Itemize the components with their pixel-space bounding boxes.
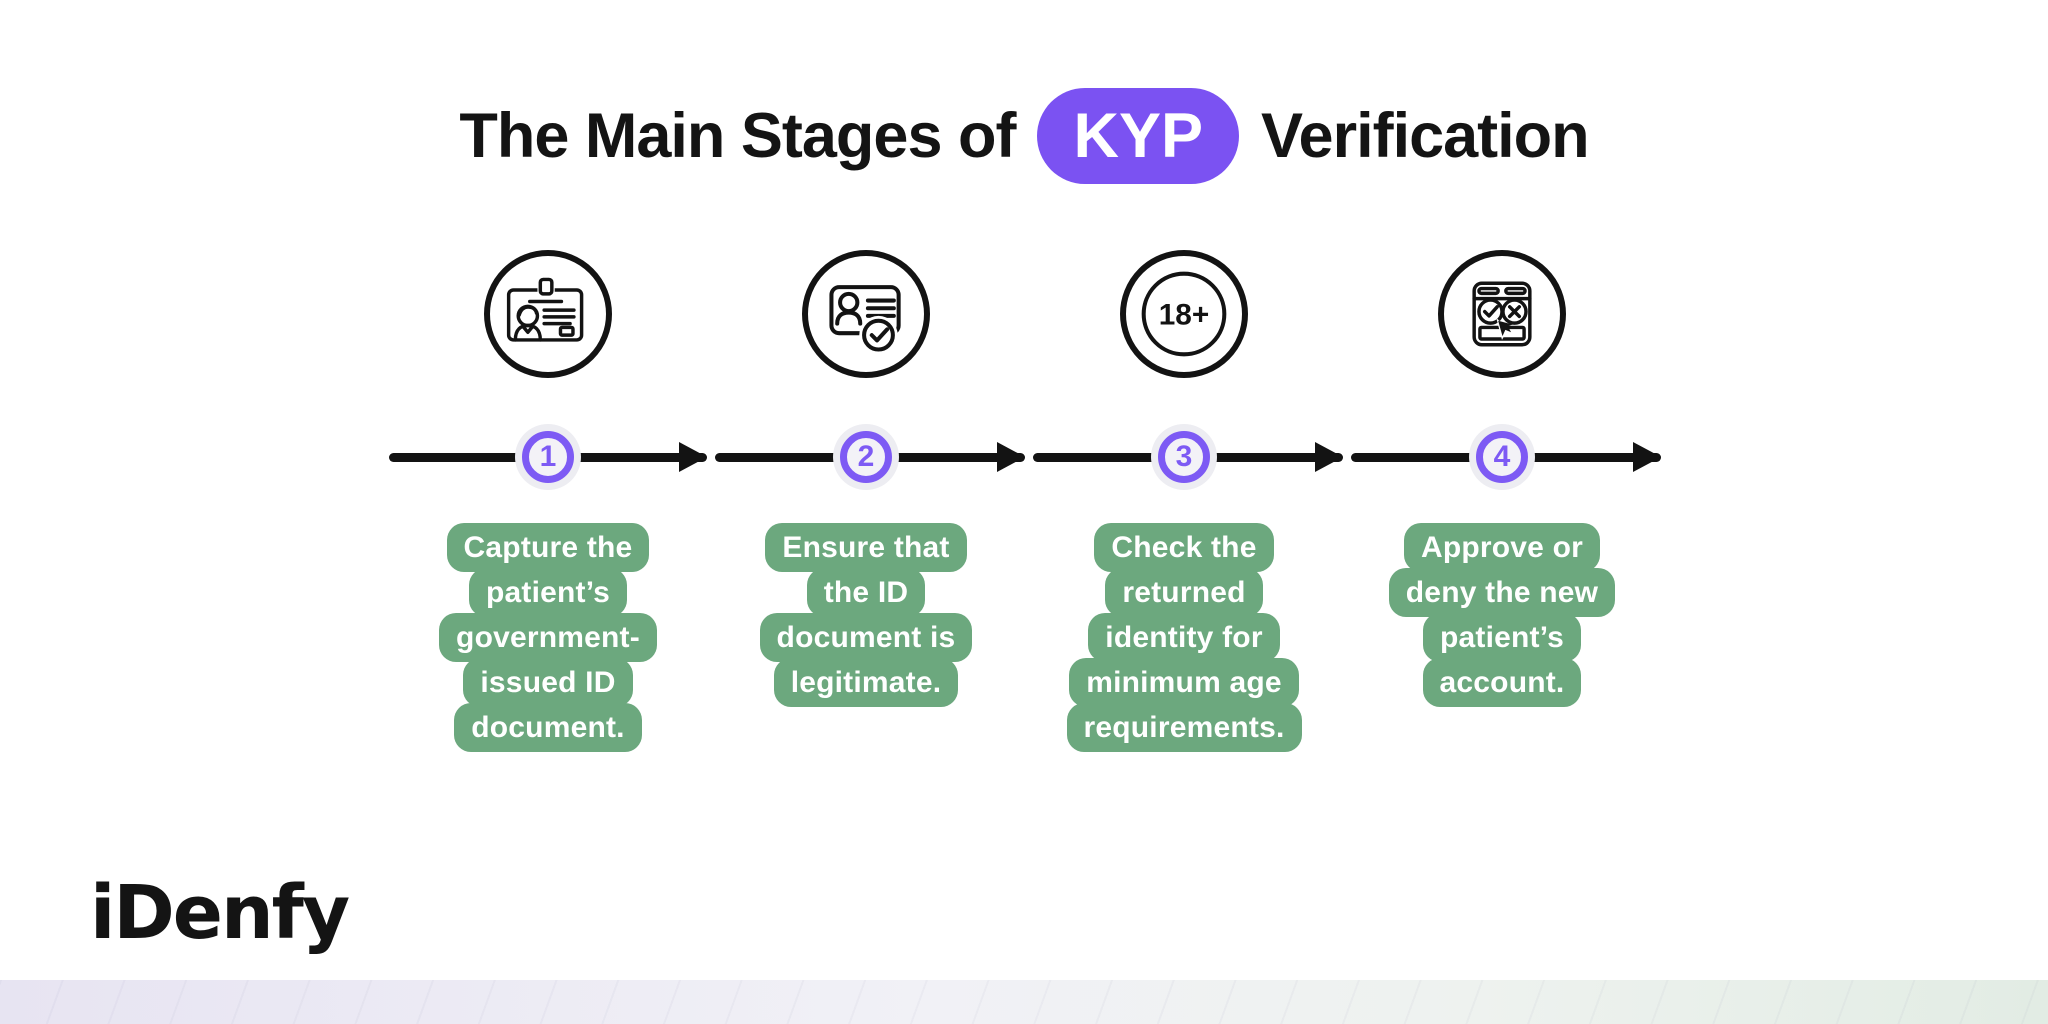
bubble-line: document is	[759, 613, 973, 662]
bubble-line: Check the	[1094, 523, 1274, 572]
step-number: 1	[522, 431, 574, 483]
id-card-icon	[484, 250, 612, 378]
bubble-line: Approve or	[1403, 523, 1601, 572]
arrow-right-icon	[1633, 442, 1661, 472]
bubble-line: issued ID	[463, 658, 633, 707]
page-title: The Main Stages of KYP Verification	[0, 88, 2048, 184]
idenfy-logo: iDenfy	[90, 870, 350, 956]
bubble-line: account.	[1422, 658, 1582, 707]
approve-deny-window-icon	[1438, 250, 1566, 378]
step-number: 4	[1476, 431, 1528, 483]
bubble-line: returned	[1105, 568, 1263, 617]
bubble-line: legitimate.	[773, 658, 959, 707]
age-18-plus-icon: 18+	[1120, 250, 1248, 378]
bubble-line: patient’s	[1422, 613, 1582, 662]
stage-2-description: Ensure that the ID document is legitimat…	[759, 523, 973, 707]
id-card-check-icon	[802, 250, 930, 378]
bubble-line: Ensure that	[765, 523, 967, 572]
stage-4-description: Approve or deny the new patient’s accoun…	[1388, 523, 1616, 707]
stage-2: 2 Ensure that the ID document is legitim…	[696, 250, 1036, 707]
title-prefix: The Main Stages of	[459, 101, 1016, 171]
bubble-line: requirements.	[1066, 703, 1302, 752]
arrow-right-icon	[679, 442, 707, 472]
stage-4: 4 Approve or deny the new patient’s acco…	[1332, 250, 1672, 707]
bubble-line: patient’s	[468, 568, 628, 617]
bubble-line: identity for	[1088, 613, 1280, 662]
step-number: 2	[840, 431, 892, 483]
bubble-line: Capture the	[446, 523, 650, 572]
age-limit-text: 18+	[1159, 298, 1209, 331]
step-number-badge: 3	[1151, 424, 1217, 490]
bubble-line: document.	[454, 703, 642, 752]
stage-3: 18+ 3 Check the returned identity for mi…	[1014, 250, 1354, 752]
step-number-badge: 2	[833, 424, 899, 490]
bubble-line: minimum age	[1069, 658, 1299, 707]
stage-3-description: Check the returned identity for minimum …	[1066, 523, 1302, 752]
stage-1: 1 Capture the patient’s government- issu…	[378, 250, 718, 752]
step-number-badge: 1	[515, 424, 581, 490]
arrow-right-icon	[997, 442, 1025, 472]
stage-1-description: Capture the patient’s government- issued…	[439, 523, 657, 752]
arrow-right-icon	[1315, 442, 1343, 472]
bubble-line: the ID	[806, 568, 926, 617]
bubble-line: government-	[439, 613, 657, 662]
bubble-line: deny the new	[1388, 568, 1616, 617]
step-number: 3	[1158, 431, 1210, 483]
title-suffix: Verification	[1261, 101, 1590, 171]
bottom-gradient-band	[0, 980, 2048, 1024]
kyp-highlight-pill: KYP	[1037, 88, 1239, 184]
step-number-badge: 4	[1469, 424, 1535, 490]
